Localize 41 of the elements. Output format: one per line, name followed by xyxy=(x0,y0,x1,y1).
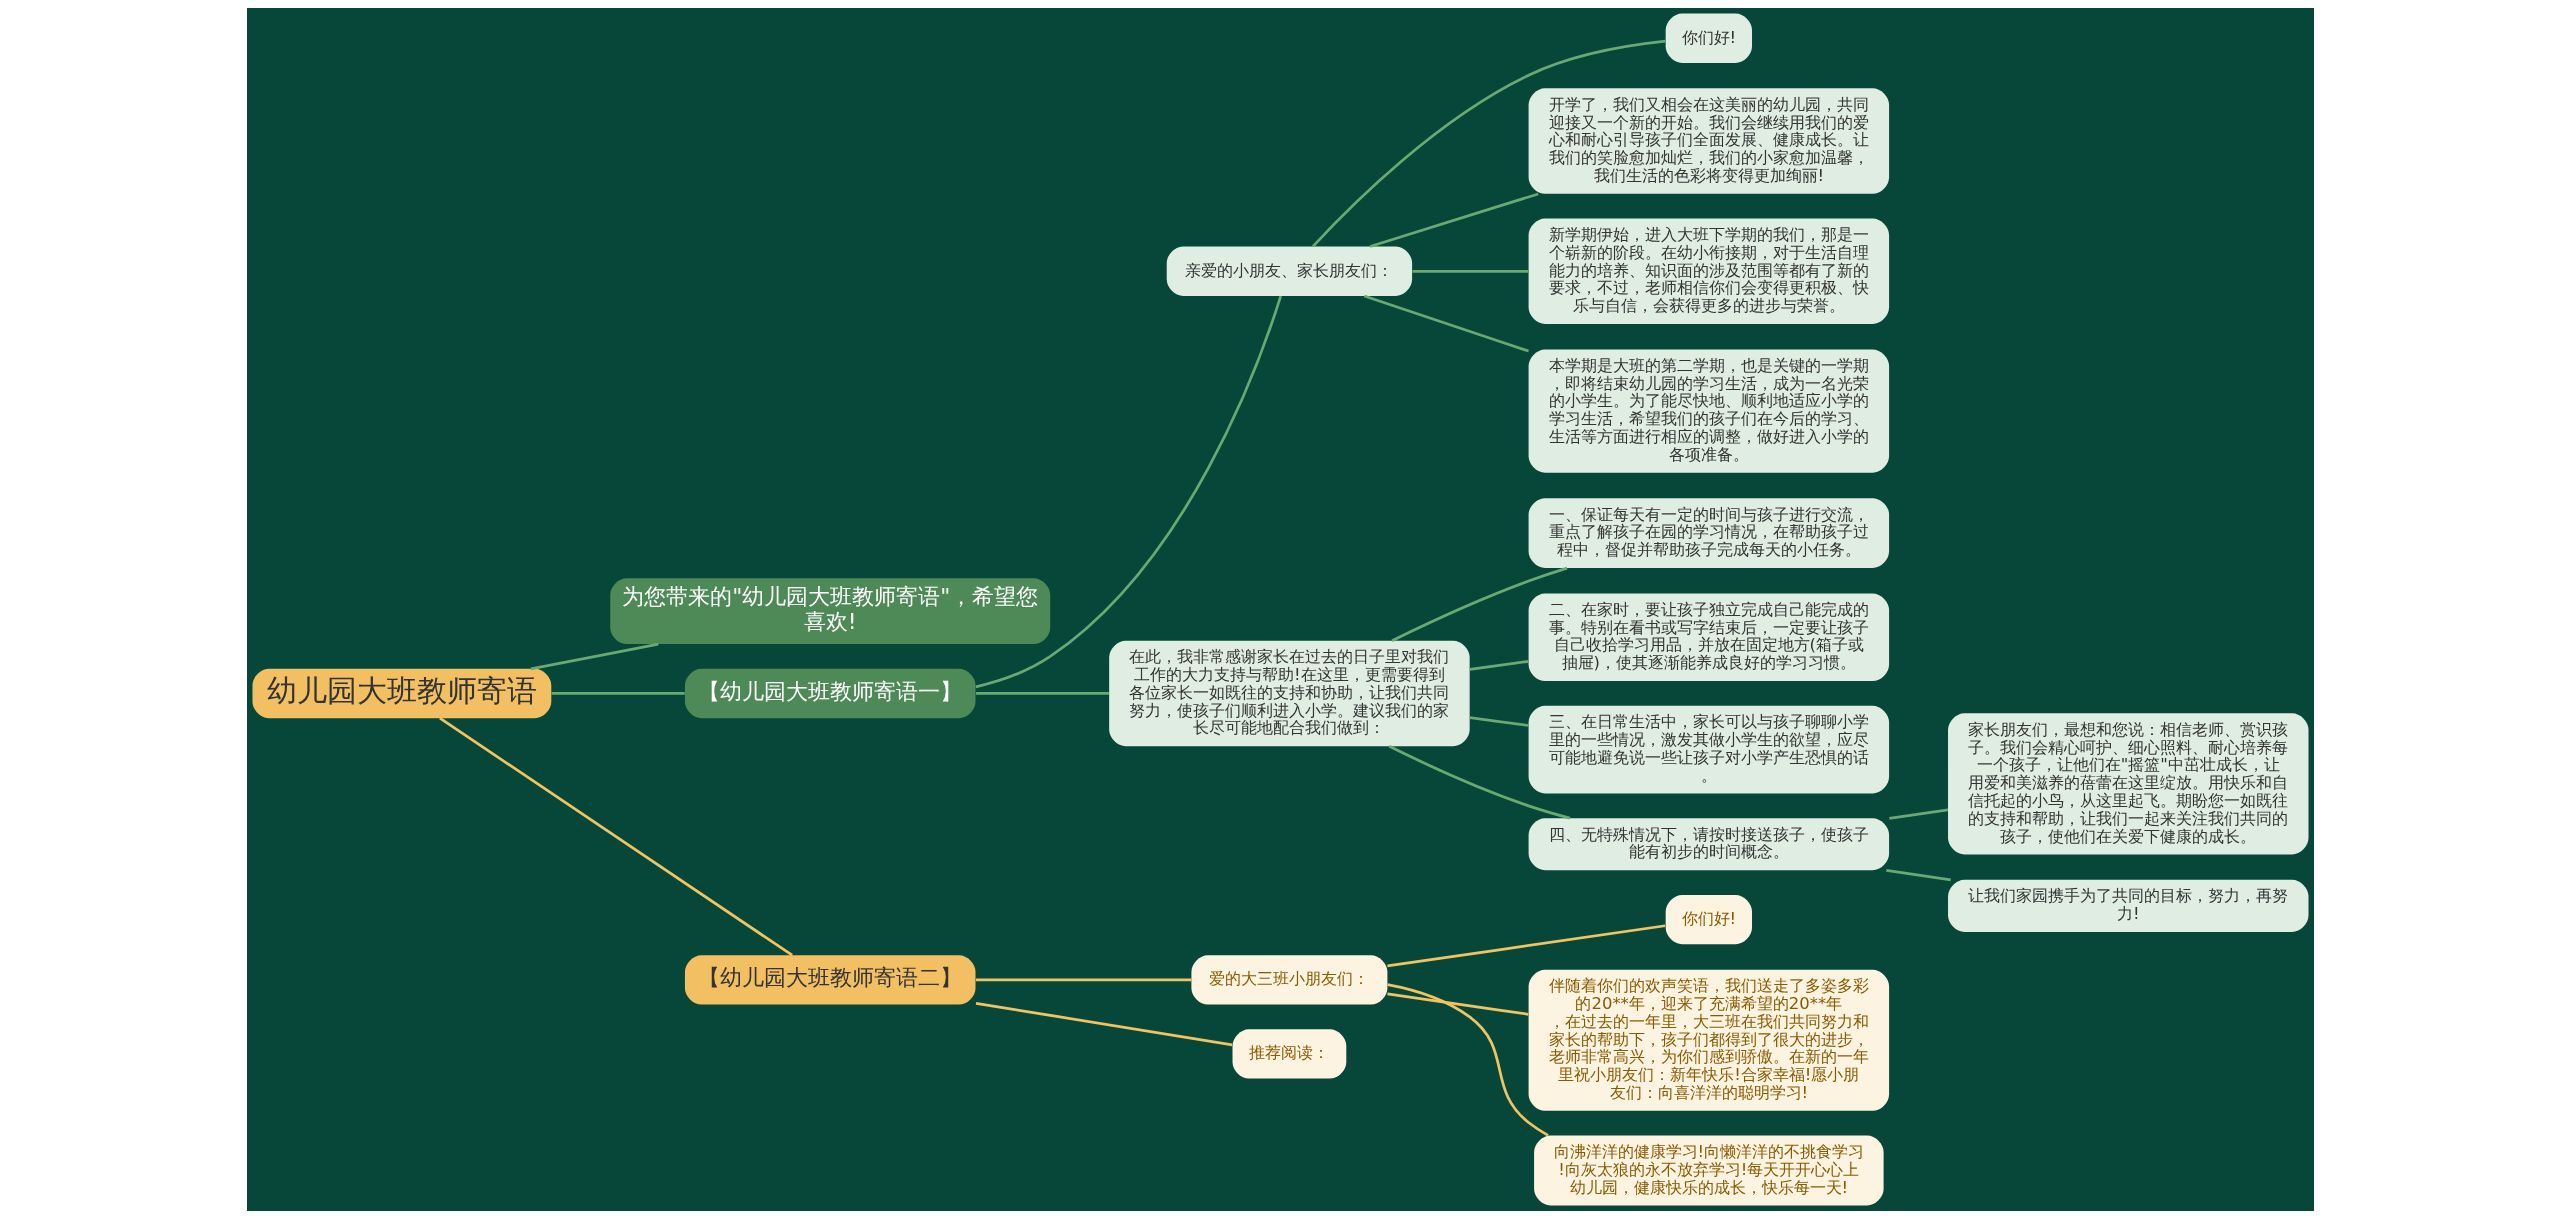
node-box: 推荐阅读： xyxy=(1232,1029,1346,1079)
node-box: 四、无特殊情况下，请按时接送孩子，使孩子能有初步的时间概念。 xyxy=(1528,818,1889,871)
connector xyxy=(975,1002,1232,1047)
node-box: 幼儿园大班教师寄语 xyxy=(252,668,551,719)
node-box: 让我们家园携手为了共同的目标，努力，再努力! xyxy=(1947,879,2308,932)
connector xyxy=(1885,868,1951,882)
node-box: 你们好! xyxy=(1665,894,1752,945)
node-box: 爱的大三班小朋友们： xyxy=(1190,955,1387,1005)
node-box: 你们好! xyxy=(1665,13,1752,63)
node-box: 开学了，我们又相会在这美丽的幼儿园，共同迎接又一个新的开始。我们会继续用我们的爱心和耐心引导孩子们全面发展、健康成长。让我们的笑脸愈加灿烂，我们的小家愈加温馨，我们生活的色彩将变得更加绚丽! xyxy=(1528,88,1889,194)
node-box: 一、保证每天有一定的时间与孩子进行交流，重点了解孩子在园的学习情况，在帮助孩子过程中，督促并帮助孩子完成每天的小任务。 xyxy=(1528,498,1889,569)
connector xyxy=(1386,983,1549,1137)
connector xyxy=(530,642,659,671)
connector xyxy=(1888,808,1948,820)
connector xyxy=(1369,192,1539,248)
connector xyxy=(975,692,1109,695)
node-box: 亲爱的小朋友、家长朋友们： xyxy=(1166,246,1412,296)
node-box: 本学期是大班的第二学期，也是关键的一学期，即将结束幼儿园的学习生活，成为一名光荣的小学生。为了能尽快地、顺利地适应小学的学习生活，希望我们的孩子们在今后的学习、生活等方面进行相应的调整，做好进入小学的各项准备。 xyxy=(1528,349,1889,473)
connector xyxy=(551,692,685,695)
connector xyxy=(975,295,1282,689)
connector xyxy=(1390,566,1567,642)
node-box: 二、在家时，要让孩子独立完成自己能完成的事。特别在看书或写字结束后，一定要让孩子自己收拾学习用品，并放在固定地方(箱子或抽屉)，使其逐渐能养成良好的学习习惯。 xyxy=(1528,593,1889,682)
connector xyxy=(1411,269,1528,273)
node-box: 【幼儿园大班教师寄语二】 xyxy=(684,955,975,1005)
connector xyxy=(438,717,793,957)
node-box: 家长朋友们，最想和您说：相信老师、赏识孩子。我们会精心呵护、细心照料、耐心培养每一个孩子，让他们在"摇篮"中茁壮成长，让用爱和美滋养的蓓蕾在这里绽放。用快乐和自信托起的小鸟，从这里起飞。期盼您一如既往的支持和帮助，让我们一起来关注我们共同的孩子，使他们在关爱下健康的成长。 xyxy=(1947,713,2308,855)
node-box: 新学期伊始，进入大班下学期的我们，那是一个崭新的阶段。在幼小衔接期，对于生活自理能力的培养、知识面的涉及范围等都有了新的要求，不过，老师相信你们会变得更积极、快乐与自信，会获得更多的进步与荣誉。 xyxy=(1528,218,1889,325)
node-box: 【幼儿园大班教师寄语一】 xyxy=(684,668,975,719)
node-box: 在此，我非常感谢家长在过去的日子里对我们工作的大力支持与帮助!在这里，更需要得到各位家长一如既往的支持和协助，让我们共同努力，使孩子们顺利进入小学。建议我们的家长尽可能地配合我们做到： xyxy=(1108,640,1470,747)
connector xyxy=(1311,39,1666,248)
node-box: 向沸洋洋的健康学习!向懒洋洋的不挑食学习!向灰太狼的永不放弃学习!每天开开心心上幼儿园，健康快乐的成长，快乐每一天! xyxy=(1533,1135,1884,1206)
connector xyxy=(1386,924,1665,968)
connector xyxy=(1469,716,1529,727)
node-box: 为您带来的"幼儿园大班教师寄语"，希望您喜欢! xyxy=(609,578,1050,645)
node-box: 伴随着你们的欢声笑语，我们送走了多姿多彩的20**年，迎来了充满希望的20**年，在过去的一年里，大三班在我们共同努力和家长的帮助下，孩子们都得到了很大的进步，老师非常高兴，为你们感到骄傲。在新的一年里祝小朋友们：新年快乐!合家幸福!愿小朋友们：向喜洋洋的聪明学习! xyxy=(1528,969,1889,1111)
connector xyxy=(1469,660,1529,671)
connector xyxy=(1363,294,1529,353)
connector xyxy=(1388,745,1570,820)
connector xyxy=(1386,992,1528,1016)
connector xyxy=(975,978,1191,982)
node-box: 三、在日常生活中，家长可以与孩子聊聊小学里的一些情况，激发其做小学生的欲望，应尽可能地避免说一些让孩子对小学产生恐惧的话。 xyxy=(1528,705,1889,794)
